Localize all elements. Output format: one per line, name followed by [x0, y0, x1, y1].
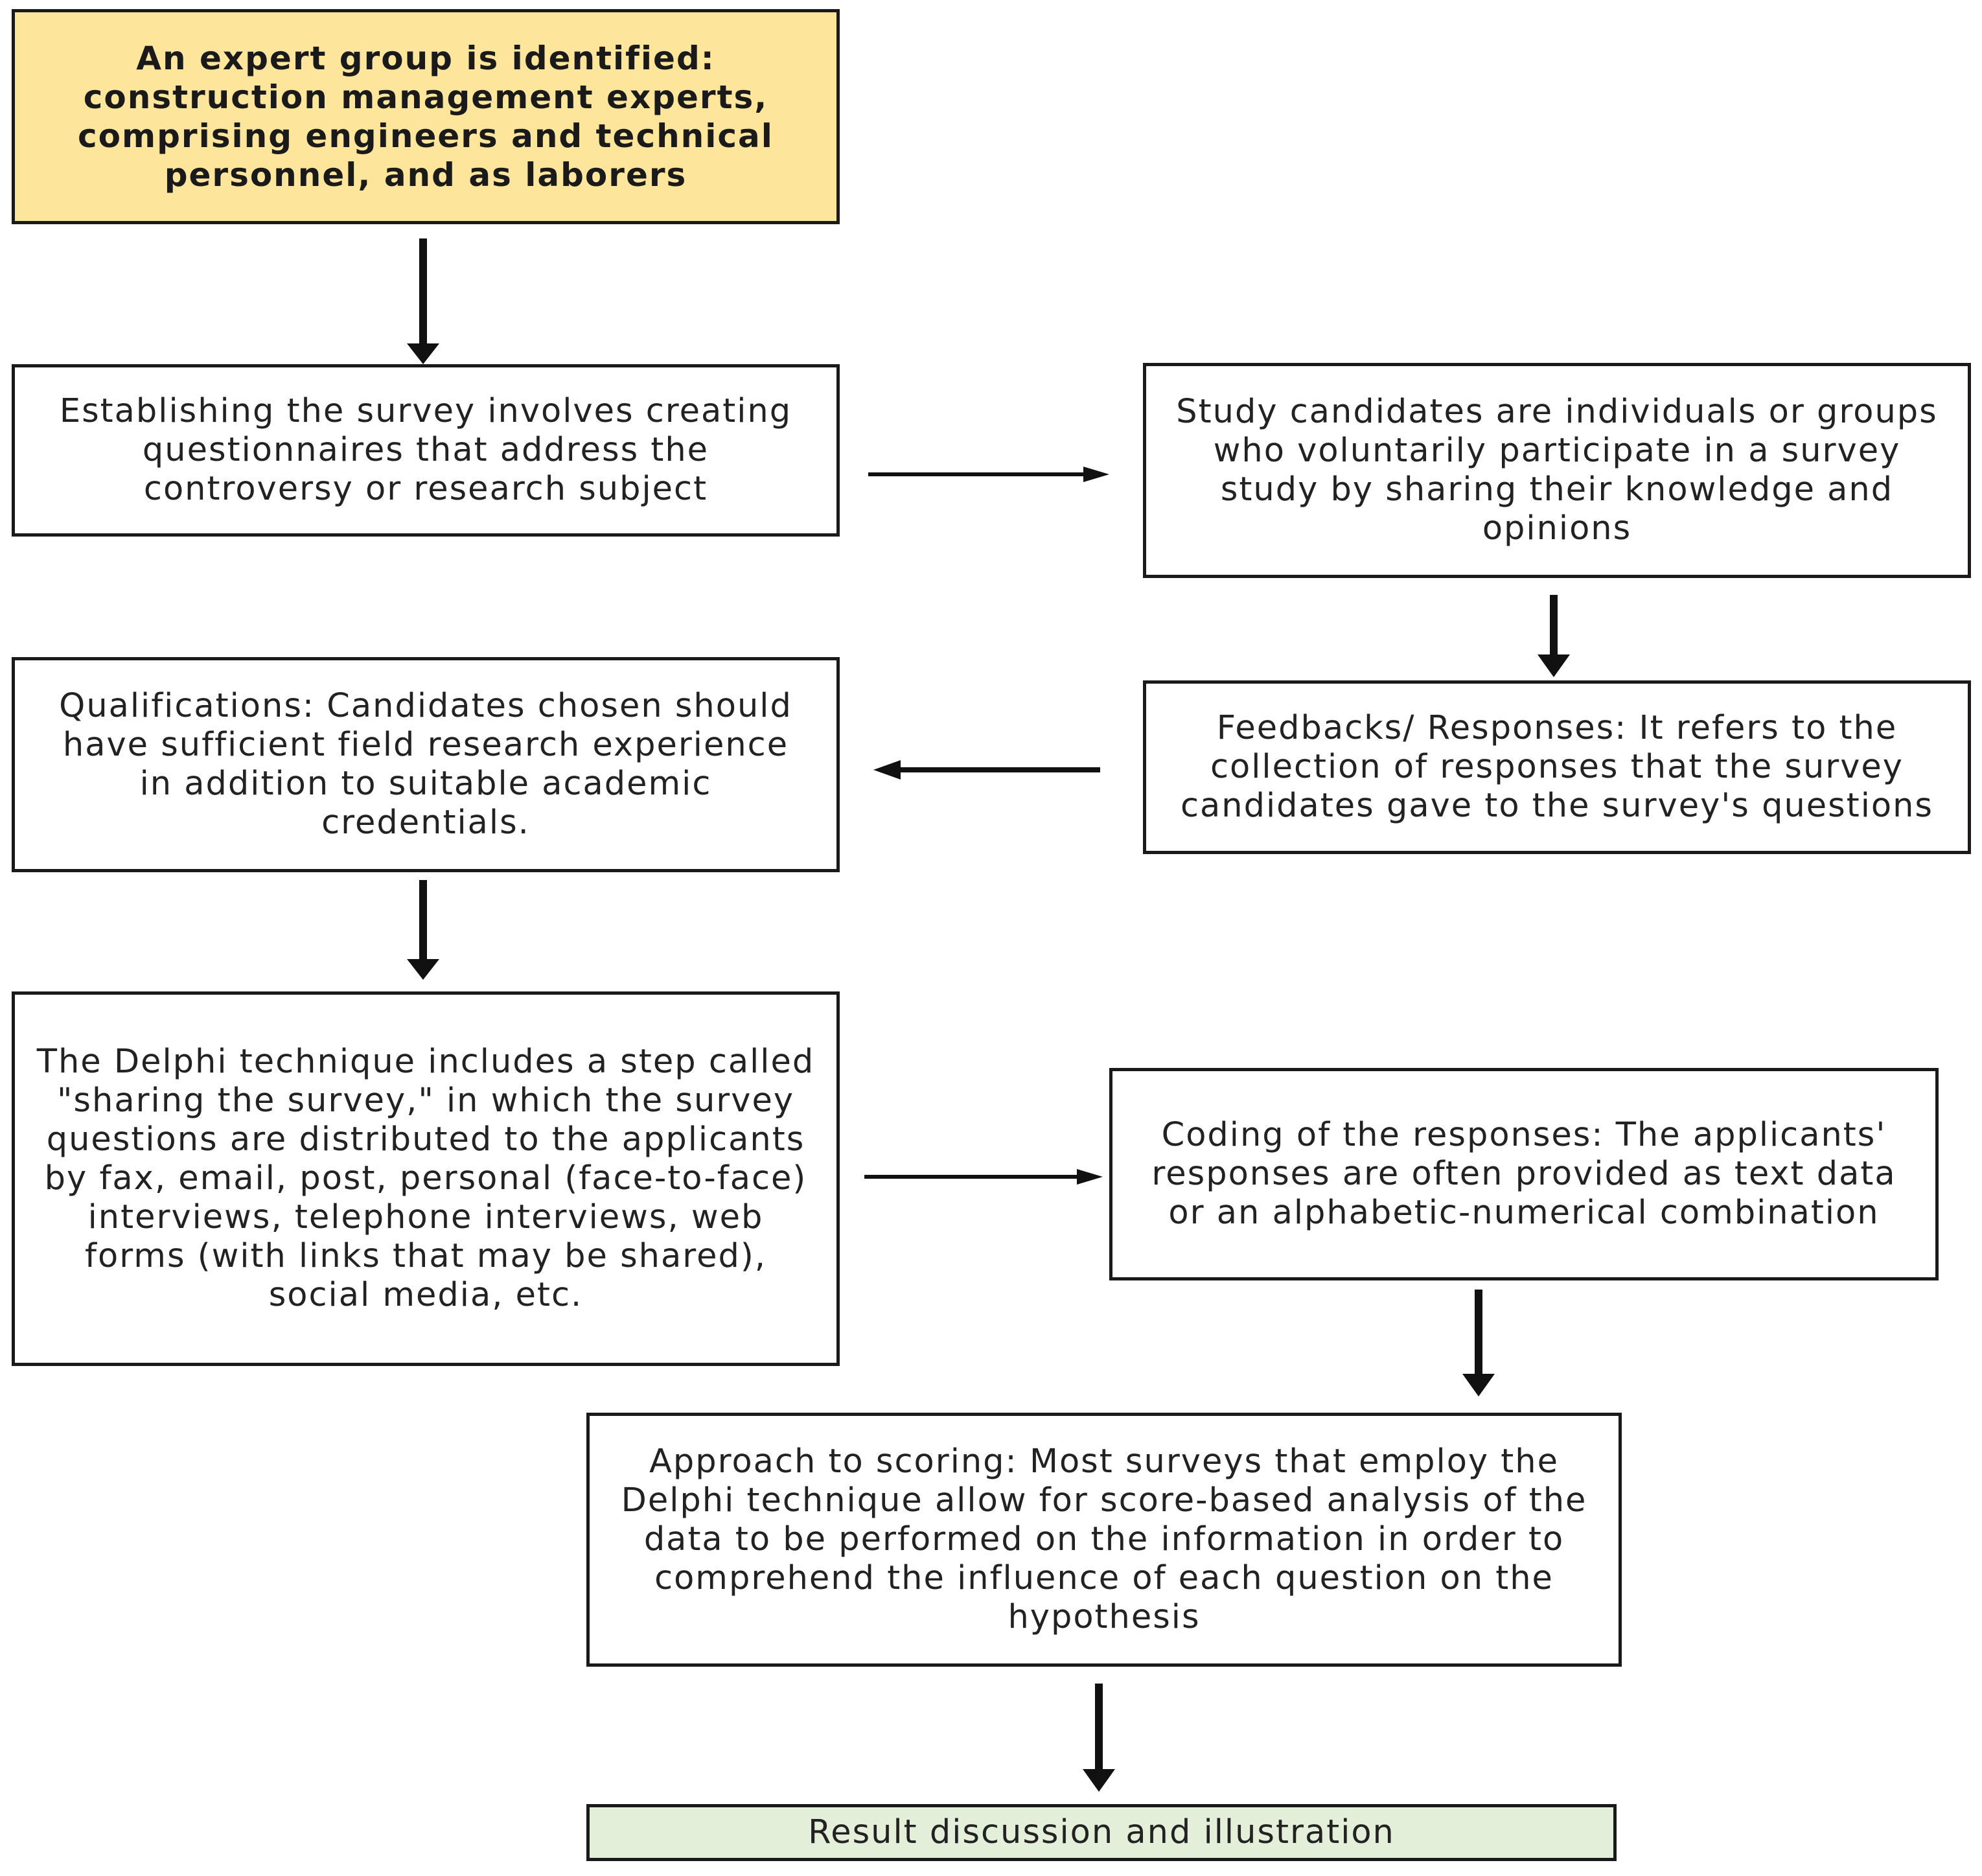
node-coding-responses: Coding of the responses: The applicants'…: [1109, 1068, 1939, 1280]
node-expert-group: An expert group is identified: construct…: [12, 9, 840, 224]
arrow-coding-to-scoring: [1462, 1290, 1495, 1396]
node-result: Result discussion and illustration: [586, 1804, 1617, 1861]
arrow-expert-to-establishing: [407, 238, 439, 364]
arrow-qualifications-to-sharing: [407, 880, 439, 980]
arrow-candidates-to-feedbacks: [1538, 595, 1570, 677]
node-sharing-survey: The Delphi technique includes a step cal…: [12, 991, 840, 1366]
node-study-candidates-text: Study candidates are individuals or grou…: [1176, 393, 1938, 548]
node-coding-responses-text: Coding of the responses: The applicants'…: [1151, 1116, 1896, 1232]
node-sharing-survey-text: The Delphi technique includes a step cal…: [36, 1043, 815, 1314]
node-study-candidates: Study candidates are individuals or grou…: [1143, 363, 1971, 578]
node-qualifications-text: Qualifications: Candidates chosen should…: [59, 687, 792, 842]
node-qualifications: Qualifications: Candidates chosen should…: [12, 657, 840, 872]
node-feedbacks: Feedbacks/ Responses: It refers to the c…: [1143, 680, 1971, 854]
node-expert-group-text: An expert group is identified: construct…: [78, 40, 774, 194]
arrow-scoring-to-result: [1083, 1684, 1115, 1792]
node-result-text: Result discussion and illustration: [808, 1813, 1395, 1851]
node-establishing-survey-text: Establishing the survey involves creatin…: [59, 392, 792, 508]
arrow-sharing-to-coding: [864, 1169, 1103, 1185]
node-establishing-survey: Establishing the survey involves creatin…: [12, 364, 840, 537]
arrow-establishing-to-candidates: [868, 467, 1109, 482]
node-feedbacks-text: Feedbacks/ Responses: It refers to the c…: [1181, 709, 1933, 825]
arrow-feedbacks-to-qualifications: [873, 760, 1100, 780]
node-scoring: Approach to scoring: Most surveys that e…: [586, 1413, 1622, 1667]
node-scoring-text: Approach to scoring: Most surveys that e…: [621, 1442, 1587, 1636]
